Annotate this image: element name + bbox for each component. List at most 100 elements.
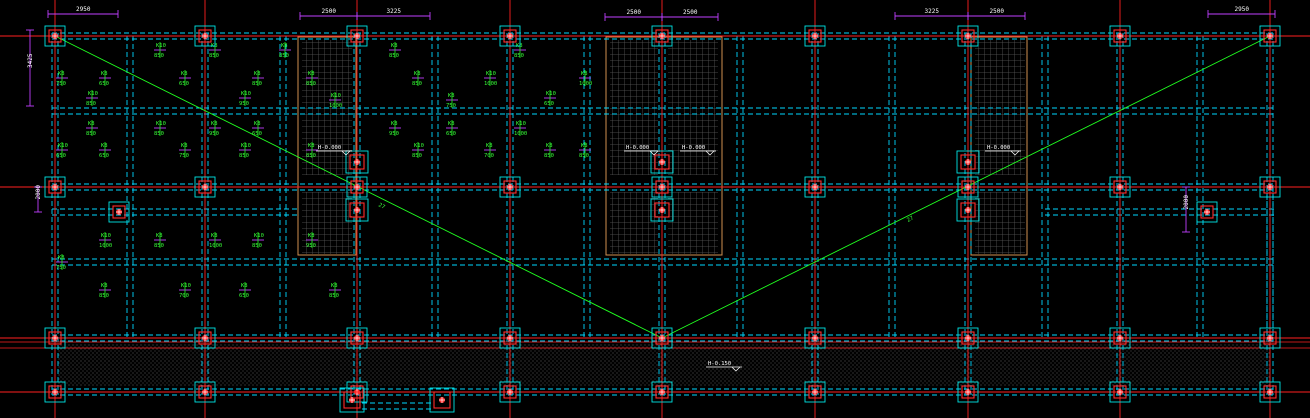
rebar-length: 650 [99,153,109,159]
rebar-length: 850 [154,53,164,59]
column-outline [194,176,216,198]
column-core [350,331,364,345]
column-outline [804,25,826,47]
elevation-label: H-0.000 [318,145,341,151]
column-outline [339,387,365,413]
rebar-code: K8 [308,71,315,77]
rebar-code: K8 [448,93,455,99]
rebar-code: K8 [156,233,163,239]
elevation-triangle [731,366,741,372]
rebar-length: 750 [56,265,66,271]
rebar-code: K10 [241,91,251,97]
column-core [654,202,670,218]
column-outline [346,25,368,47]
rebar-length: 650 [239,293,249,299]
column-outline [956,198,980,222]
rebar-length: 850 [389,53,399,59]
rebar-length: 750 [446,103,456,109]
column-outline [194,327,216,349]
mesh-hatch [975,40,1025,175]
rebar-code: K8 [241,283,248,289]
column-core [198,29,212,43]
rebar-length: 1000 [579,81,592,87]
elevation-label: H-0.150 [708,361,731,367]
column-core [503,331,517,345]
column-outline [499,25,521,47]
column-core [808,29,822,43]
rebar-length: 850 [579,153,589,159]
rebar-code: K10 [486,71,496,77]
rebar-length: 650 [179,81,189,87]
rebar-length: 950 [306,243,316,249]
elevation-label: H-0.000 [682,145,705,151]
column-outline [44,25,66,47]
rebar-code: K8 [254,121,261,127]
rebar-code: K10 [516,121,526,127]
rebar-length: 950 [209,131,219,137]
mesh-hatch [668,192,718,254]
column-outline [1109,25,1131,47]
rebar-length: 650 [544,101,554,107]
rebar-code: K8 [211,233,218,239]
rebar-code: K8 [58,255,65,261]
rebar-code: K10 [414,143,424,149]
rebar-length: 1000 [209,243,222,249]
column-core [1200,205,1214,219]
column-outline [957,25,979,47]
column-core [350,29,364,43]
column-core [198,385,212,399]
column-core [48,385,62,399]
rebar-code: K8 [181,143,188,149]
column-outline [346,176,368,198]
rebar-code: K8 [581,143,588,149]
column-outline [1109,381,1131,403]
rebar-length: 850 [252,81,262,87]
dimension-value: 2500 [627,9,642,16]
column-outline [345,198,369,222]
column-core [1113,331,1127,345]
column-core [961,385,975,399]
column-outline [1109,327,1131,349]
rebar-code: K8 [581,71,588,77]
rebar-code: K8 [211,121,218,127]
elevation-label: H-0.000 [987,145,1010,151]
column-core [808,385,822,399]
column-core [48,331,62,345]
column-core [112,205,126,219]
column-core [960,202,976,218]
rebar-code: K10 [331,93,341,99]
rebar-code: K10 [88,91,98,97]
column-outline [44,176,66,198]
diagonal-label: 27 [377,202,386,210]
rebar-length: 850 [252,243,262,249]
dimension-value: 3425 [27,53,34,68]
column-outline [651,176,673,198]
column-outline [957,176,979,198]
beam-layer [51,32,1275,396]
column-core [1263,331,1277,345]
dimension-value: 2500 [683,9,698,16]
column-core [198,331,212,345]
rebar-length: 650 [252,131,262,137]
mesh-hatch [610,40,658,175]
mesh-hatch [302,192,352,254]
column-outline [108,201,130,223]
rebar-code: K8 [88,121,95,127]
mesh-hatch [975,192,1025,254]
mesh-hatch [610,192,658,254]
dimension-value: 2950 [1235,6,1250,13]
rebar-code: K8 [308,143,315,149]
rebar-length: 850 [209,53,219,59]
rebar-code: K8 [101,143,108,149]
rebar-code: K10 [546,91,556,97]
rebar-code: K8 [181,71,188,77]
rebar-code: K8 [391,43,398,49]
column-outline [1196,201,1218,223]
column-outline [1109,176,1131,198]
rebar-length: 850 [154,131,164,137]
column-outline [957,327,979,349]
rebar-length: 950 [239,101,249,107]
column-outline [499,176,521,198]
